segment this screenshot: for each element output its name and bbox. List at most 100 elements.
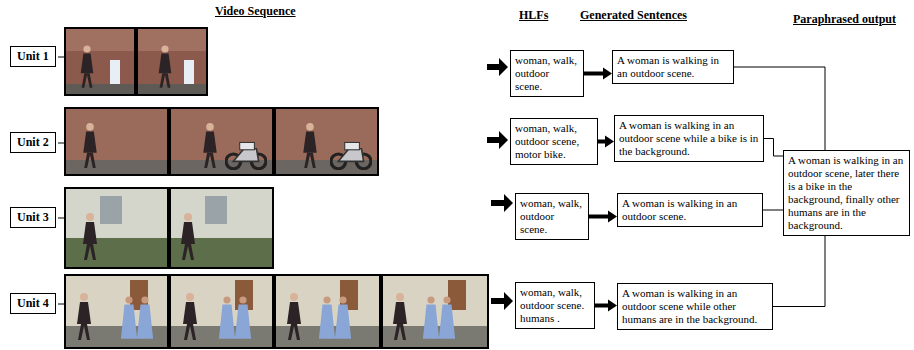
frame xyxy=(203,123,216,168)
column-heading: Video Sequence xyxy=(215,4,296,19)
frame xyxy=(65,275,168,348)
connector xyxy=(584,68,612,80)
column-heading: Generated Sentences xyxy=(580,8,687,23)
box-text: A woman is walking in an outdoor scene w… xyxy=(619,119,759,158)
frame xyxy=(66,238,167,267)
frame xyxy=(275,108,378,175)
frame xyxy=(137,296,153,338)
hlf-box: woman, walk, outdoor scene. xyxy=(510,50,584,97)
sentence-box: A woman is walking in an outdoor scene. xyxy=(612,50,734,84)
frame xyxy=(65,188,273,268)
column-heading: HLFs xyxy=(519,8,548,23)
connector-line xyxy=(764,139,783,157)
frame xyxy=(439,296,455,338)
frame xyxy=(423,296,439,338)
frame xyxy=(138,84,206,94)
unit-label: Unit 4 xyxy=(10,293,56,314)
frame xyxy=(184,60,194,85)
frame xyxy=(77,293,91,340)
frame xyxy=(110,60,120,85)
frame xyxy=(382,275,488,348)
connector-line xyxy=(763,210,783,211)
frame xyxy=(100,196,122,224)
frame xyxy=(205,196,227,224)
frame xyxy=(219,296,235,338)
box-text: A woman is walking in an outdoor scene. xyxy=(622,197,758,223)
frame xyxy=(65,28,135,95)
connector xyxy=(589,211,617,223)
frame xyxy=(181,213,195,260)
thick-arrow xyxy=(487,131,508,149)
arrow-head xyxy=(608,300,617,312)
frame xyxy=(303,123,316,168)
frame xyxy=(137,28,207,95)
thick-arrow xyxy=(487,58,508,76)
box-text: Unit 1 xyxy=(17,50,49,63)
frame xyxy=(66,84,134,94)
frame xyxy=(121,296,137,338)
connector xyxy=(598,136,614,148)
connector xyxy=(763,210,783,211)
box-text: Unit 3 xyxy=(17,211,49,224)
unit-label: Unit 2 xyxy=(10,132,56,153)
frame xyxy=(287,293,301,340)
frame xyxy=(83,123,96,168)
box-text: Unit 4 xyxy=(17,297,49,310)
frame xyxy=(183,293,197,340)
unit-label: Unit 1 xyxy=(10,46,56,67)
connector-line xyxy=(773,236,825,307)
frame xyxy=(335,296,351,338)
frame xyxy=(159,45,172,87)
frame xyxy=(65,28,207,95)
connector xyxy=(773,236,825,307)
connector xyxy=(764,139,783,157)
column-heading: Paraphrased output xyxy=(793,12,896,27)
box-text: woman, walk, outdoor scene. xyxy=(520,197,584,236)
frame xyxy=(331,142,371,168)
leader-line xyxy=(58,218,65,219)
frame xyxy=(65,108,378,175)
connector-line xyxy=(589,215,609,219)
arrow-head xyxy=(608,211,617,223)
frame xyxy=(65,188,168,268)
frame xyxy=(170,188,273,268)
arrow-head xyxy=(605,136,614,148)
thick-arrow xyxy=(491,292,513,310)
box-text: Unit 2 xyxy=(17,136,49,149)
frame xyxy=(170,108,273,175)
frame xyxy=(66,29,134,51)
hlf-box: woman, walk, outdoor scene, motor bike. xyxy=(510,118,598,165)
frame xyxy=(138,29,206,51)
connector-line xyxy=(598,140,606,144)
leader-line xyxy=(58,304,65,305)
box-text: woman, walk, outdoor scene. xyxy=(515,54,579,93)
box-text: A woman is walking in an outdoor scene. xyxy=(617,54,729,80)
frame xyxy=(319,296,335,338)
connector xyxy=(595,300,617,312)
frame xyxy=(81,45,94,87)
paraphrase-box: A woman is walking in an outdoor scene, … xyxy=(783,150,910,236)
arrow-head xyxy=(603,68,612,80)
frame xyxy=(83,213,97,260)
hlf-box: woman, walk, outdoor scene. xyxy=(515,193,589,240)
leader-line xyxy=(58,57,65,304)
frame xyxy=(393,293,407,340)
frame xyxy=(226,142,266,168)
connector-line xyxy=(584,72,604,76)
leader-line xyxy=(58,143,65,144)
frame xyxy=(235,296,251,338)
connector-line xyxy=(595,304,609,308)
sentence-box: A woman is walking in an outdoor scene. xyxy=(617,193,763,227)
box-text: A woman is walking in an outdoor scene, … xyxy=(788,154,905,232)
frame xyxy=(170,275,273,348)
unit-label: Unit 3 xyxy=(10,207,56,228)
sentence-box: A woman is walking in an outdoor scene w… xyxy=(617,283,773,330)
frame xyxy=(65,275,488,348)
box-text: woman, walk, outdoor scene. humans . xyxy=(520,286,590,325)
thick-arrow xyxy=(491,194,513,212)
hlf-box: woman, walk, outdoor scene. humans . xyxy=(515,282,595,329)
frame xyxy=(275,275,380,348)
